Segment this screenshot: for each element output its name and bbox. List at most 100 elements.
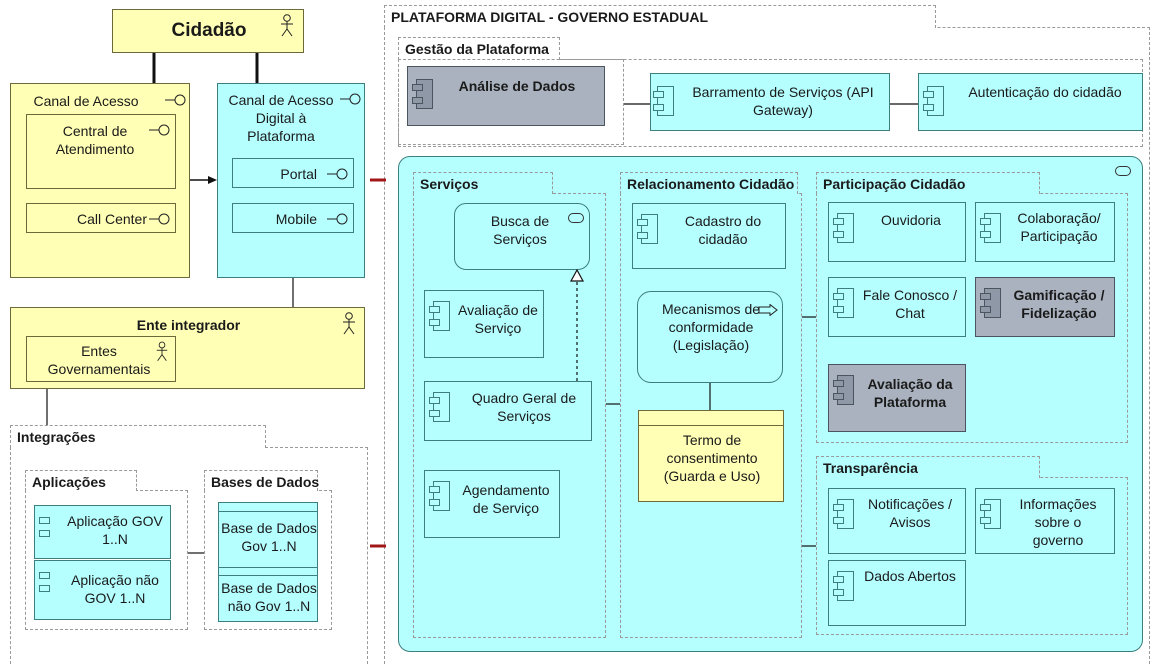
mecanismos[interactable]: Mecanismos de conformidade (Legislação) bbox=[637, 291, 783, 383]
termo-label: Termo de consentimento (Guarda e Uso) bbox=[663, 432, 761, 484]
analise-label: Análise de Dados bbox=[458, 78, 576, 94]
component-icon bbox=[833, 571, 855, 601]
component-icon bbox=[980, 288, 1002, 318]
avaliacao-plataforma[interactable]: Avaliação da Plataforma bbox=[828, 364, 966, 432]
interface-icon bbox=[149, 213, 170, 225]
interface-icon bbox=[149, 124, 170, 136]
call-center[interactable]: Call Center bbox=[26, 203, 176, 233]
analise-frame bbox=[398, 59, 624, 145]
component-icon bbox=[429, 301, 451, 331]
fale-conosco[interactable]: Fale Conosco / Chat bbox=[828, 277, 966, 337]
interface-icon bbox=[327, 168, 348, 180]
servicos-tab: Serviços bbox=[413, 172, 553, 194]
cidadao-title: Cidadão bbox=[171, 20, 247, 41]
component-icon bbox=[980, 213, 1002, 243]
service-icon bbox=[1115, 166, 1131, 176]
informacoes-governo[interactable]: Informações sobre o governo bbox=[975, 488, 1115, 554]
aplicacao-nao-gov-label: Aplicação não GOV 1..N bbox=[71, 572, 159, 606]
aplicacao-gov[interactable]: Aplicação GOV 1..N bbox=[34, 505, 171, 559]
transparencia-tab: Transparência bbox=[816, 456, 1040, 478]
interface-icon bbox=[165, 94, 186, 106]
canal-digital-box[interactable]: Canal de Acesso Digital à Plataforma Por… bbox=[217, 83, 365, 278]
avaliacao-label: Avaliação de Serviço bbox=[458, 302, 538, 336]
integracoes-tab: Integrações bbox=[10, 425, 266, 448]
component-icon bbox=[429, 392, 451, 422]
barramento-label: Barramento de Serviços (API Gateway) bbox=[692, 84, 874, 118]
actor-icon bbox=[343, 312, 355, 335]
ente-label: Ente integrador bbox=[136, 317, 241, 333]
cidadao-actor[interactable]: Cidadão bbox=[112, 9, 304, 53]
interface-icon bbox=[327, 213, 348, 225]
gestao-tab: Gestão da Plataforma bbox=[398, 37, 560, 60]
busca-label: Busca de Serviços bbox=[490, 213, 550, 247]
component-icon bbox=[412, 79, 434, 109]
relacionamento-tab: Relacionamento Cidadão bbox=[620, 172, 798, 194]
mobile-box[interactable]: Mobile bbox=[232, 203, 354, 233]
base-gov[interactable]: Base de Dados Gov 1..N Base de Dados não… bbox=[218, 502, 318, 622]
component-icon bbox=[637, 214, 659, 244]
notificacoes[interactable]: Notificações / Avisos bbox=[828, 488, 966, 554]
aplicacao-nao-gov[interactable]: Aplicação não GOV 1..N bbox=[34, 560, 171, 620]
component-icon bbox=[833, 213, 855, 243]
callcenter-label: Call Center bbox=[76, 211, 147, 227]
ente-integrador-box[interactable]: Ente integrador Entes Governamentais bbox=[10, 307, 365, 389]
autenticacao-label: Autenticação do cidadão bbox=[968, 84, 1122, 100]
fale-label: Fale Conosco / Chat bbox=[862, 287, 958, 321]
component-icon bbox=[39, 567, 61, 597]
colaboracao-label: Colaboração/ Participação bbox=[1017, 210, 1101, 244]
dados-label: Dados Abertos bbox=[864, 568, 956, 584]
mecanismos-label: Mecanismos de conformidade (Legislação) bbox=[661, 301, 761, 353]
informacoes-label: Informações sobre o governo bbox=[1019, 496, 1097, 548]
dados-abertos[interactable]: Dados Abertos bbox=[828, 560, 966, 626]
service-icon bbox=[568, 213, 584, 223]
central-label: Central de Atendimento bbox=[55, 123, 135, 157]
quadro-label: Quadro Geral de Serviços bbox=[471, 390, 577, 424]
base-header-line bbox=[219, 575, 317, 576]
canal-acesso-label: Canal de Acesso bbox=[33, 93, 139, 109]
cadastro-label: Cadastro do cidadão bbox=[684, 213, 762, 247]
component-icon bbox=[39, 512, 61, 542]
component-icon bbox=[833, 288, 855, 318]
canal-digital-label: Canal de Acesso Digital à Plataforma bbox=[228, 92, 334, 144]
component-icon bbox=[833, 499, 855, 529]
cadastro-cidadao[interactable]: Cadastro do cidadão bbox=[632, 203, 786, 269]
participacao-tab: Participação Cidadão bbox=[816, 172, 1040, 194]
actor-icon bbox=[156, 341, 168, 362]
portal-box[interactable]: Portal bbox=[232, 158, 354, 188]
actor-icon bbox=[281, 14, 293, 37]
entes-governamentais[interactable]: Entes Governamentais bbox=[26, 336, 176, 382]
termo-header-line bbox=[639, 425, 783, 426]
agendamento-label: Agendamento de Serviço bbox=[462, 482, 550, 516]
base-gov-label: Base de Dados Gov 1..N bbox=[221, 520, 317, 554]
plataforma-tab: PLATAFORMA DIGITAL - GOVERNO ESTADUAL bbox=[384, 5, 936, 28]
process-arrow-icon bbox=[758, 304, 778, 316]
gamificacao-label: Gamificação / Fidelização bbox=[1013, 287, 1105, 321]
colaboracao[interactable]: Colaboração/ Participação bbox=[975, 202, 1115, 262]
quadro-geral[interactable]: Quadro Geral de Serviços bbox=[424, 381, 592, 441]
termo-consentimento[interactable]: Termo de consentimento (Guarda e Uso) bbox=[638, 410, 784, 502]
agendamento[interactable]: Agendamento de Serviço bbox=[424, 470, 560, 538]
notificacoes-label: Notificações / Avisos bbox=[867, 496, 953, 530]
ouvidoria[interactable]: Ouvidoria bbox=[828, 202, 966, 262]
entes-label: Entes Governamentais bbox=[47, 343, 151, 377]
base-nao-gov-label: Base de Dados não Gov 1..N bbox=[221, 580, 317, 614]
component-icon bbox=[923, 86, 945, 116]
base-divider bbox=[219, 567, 317, 568]
component-icon bbox=[833, 375, 855, 405]
central-atendimento[interactable]: Central de Atendimento bbox=[26, 114, 176, 189]
gamificacao[interactable]: Gamificação / Fidelização bbox=[975, 277, 1115, 337]
analise-dados[interactable]: Análise de Dados bbox=[407, 66, 605, 126]
canal-acesso-box[interactable]: Canal de Acesso Central de Atendimento C… bbox=[10, 83, 190, 278]
aplicacoes-tab: Aplicações bbox=[25, 470, 137, 491]
busca-servicos[interactable]: Busca de Serviços bbox=[454, 203, 590, 270]
base-header-line bbox=[219, 511, 317, 512]
avaliacao-servico[interactable]: Avaliação de Serviço bbox=[424, 290, 544, 358]
mobile-label: Mobile bbox=[275, 211, 317, 227]
avaliacao-plataforma-label: Avaliação da Plataforma bbox=[867, 376, 953, 410]
component-icon bbox=[653, 86, 675, 116]
component-icon bbox=[980, 499, 1002, 529]
component-icon bbox=[429, 481, 451, 511]
barramento[interactable]: Barramento de Serviços (API Gateway) bbox=[650, 73, 890, 131]
interface-icon bbox=[340, 93, 361, 105]
autenticacao[interactable]: Autenticação do cidadão bbox=[918, 73, 1143, 131]
